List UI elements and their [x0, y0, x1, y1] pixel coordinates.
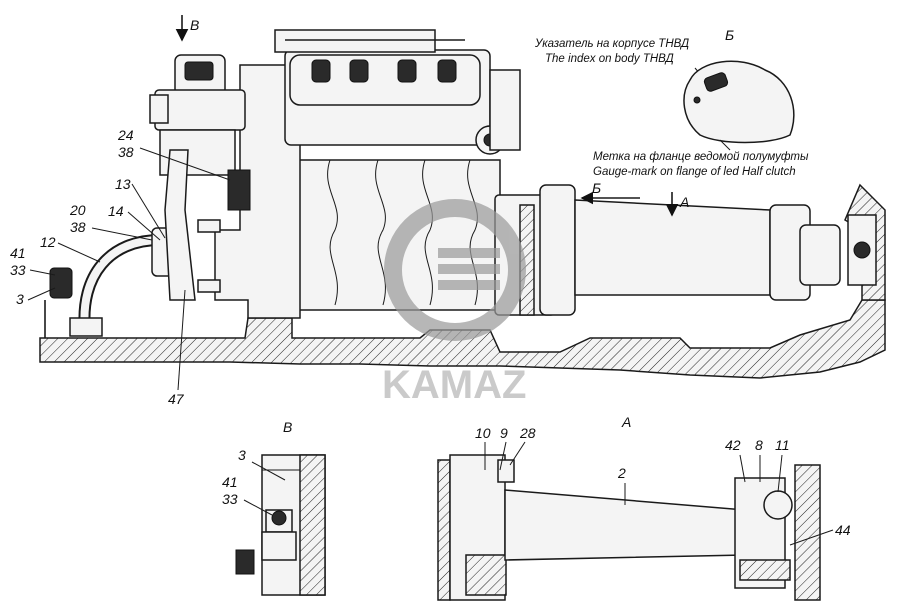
callout-38-lower: 38: [70, 219, 86, 235]
section-a-callout-2: 2: [617, 465, 626, 481]
section-a-callout-10: 10: [475, 425, 491, 441]
fuel-pipe: [78, 234, 161, 331]
callout-41: 41: [10, 245, 26, 261]
section-b-callout-3: 3: [238, 447, 246, 463]
main-callouts: 24 38 13 14 20 38 12 41 33 3 47: [10, 127, 231, 407]
main-view: [39, 29, 886, 379]
index-label-ru: Указатель на корпусе ТНВД: [534, 38, 689, 50]
section-a-callout-11: 11: [775, 437, 790, 453]
view-marker-b: В: [190, 17, 199, 33]
callout-20: 20: [69, 202, 86, 218]
index-label-en: The index on body ТНВД: [545, 53, 674, 65]
callout-33: 33: [10, 262, 26, 278]
section-a-callout-28: 28: [519, 425, 536, 441]
view-markers: В А Б: [175, 15, 689, 217]
callout-24: 24: [117, 127, 134, 143]
section-a-callout-42: 42: [725, 437, 741, 453]
callout-47: 47: [168, 391, 185, 407]
callout-14: 14: [108, 203, 124, 219]
injection-pump: [274, 29, 521, 155]
callout-38-upper: 38: [118, 144, 134, 160]
section-view-a: А 10 9 28 2 42 8 11 44: [437, 414, 851, 601]
section-a-title: А: [621, 414, 631, 430]
gauge-mark-label-en: Gauge-mark on flange of led Half clutch: [593, 166, 796, 178]
callout-3: 3: [16, 291, 24, 307]
section-a-callout-8: 8: [755, 437, 763, 453]
gauge-mark-label-ru: Метка на фланце ведомой полумуфты: [593, 151, 809, 163]
detail-b-title: Б: [725, 27, 734, 43]
section-a-callout-44: 44: [835, 522, 851, 538]
pump-bracket: [164, 149, 196, 301]
view-marker-a: А: [679, 194, 689, 210]
section-a-callout-9: 9: [500, 425, 508, 441]
section-b-callout-33: 33: [222, 491, 238, 507]
kamaz-watermark: KAMAZ: [382, 199, 526, 407]
callout-12: 12: [40, 234, 56, 250]
drive-coupling: [494, 184, 877, 316]
section-b-callout-41: 41: [222, 474, 238, 490]
detail-b: Б Указатель на корпусе ТНВД The index on…: [534, 27, 809, 178]
view-marker-small-b: Б: [592, 180, 601, 196]
callout-13: 13: [115, 176, 131, 192]
pump-outlet-fittings: [311, 59, 457, 83]
section-view-b: В 3 41 33: [222, 419, 326, 596]
section-b-title: В: [283, 419, 292, 435]
kamaz-brand-text: KAMAZ: [382, 363, 526, 407]
